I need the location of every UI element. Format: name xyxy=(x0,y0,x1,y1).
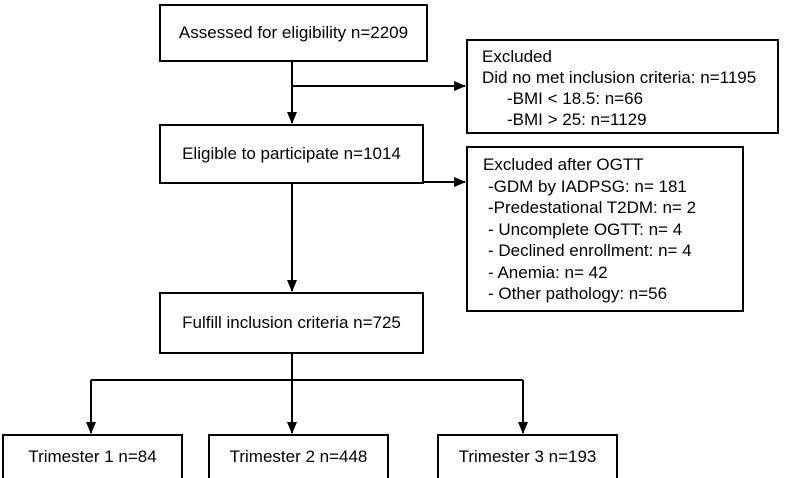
excluded-item-bmi-low: -BMI < 18.5: n=66 xyxy=(507,89,644,108)
trimester-2-label: Trimester 2 n=448 xyxy=(229,447,368,466)
fulfill-label: Fulfill inclusion criteria n=725 xyxy=(182,313,401,332)
trimester-1-label: Trimester 1 n=84 xyxy=(28,447,157,466)
excluded-ogtt-box: Excluded after OGTT -GDM by IADPSG: n= 1… xyxy=(466,146,744,312)
assessed-label: Assessed for eligibility n=2209 xyxy=(178,23,409,42)
excluded-item-bmi-high: -BMI > 25: n=1129 xyxy=(507,110,647,129)
trimester-3-label: Trimester 3 n=193 xyxy=(458,447,597,466)
excluded-title: Excluded xyxy=(482,47,552,66)
assessed-box: Assessed for eligibility n=2209 xyxy=(159,4,428,62)
excluded-box: Excluded Did no met inclusion criteria: … xyxy=(466,39,779,134)
trimester-3-box: Trimester 3 n=193 xyxy=(437,434,618,478)
excluded-ogtt-item-declined: - Declined enrollment: n= 4 xyxy=(488,241,692,260)
excluded-ogtt-item-uncomplete: - Uncomplete OGTT: n= 4 xyxy=(488,219,683,239)
eligible-box: Eligible to participate n=1014 xyxy=(159,124,424,184)
trimester-1-box: Trimester 1 n=84 xyxy=(2,434,183,478)
fulfill-box: Fulfill inclusion criteria n=725 xyxy=(159,292,424,354)
eligible-label: Eligible to participate n=1014 xyxy=(182,144,401,163)
excluded-ogtt-item-other: - Other pathology: n=56 xyxy=(488,284,668,303)
trimester-2-box: Trimester 2 n=448 xyxy=(208,434,389,478)
excluded-reason: Did no met inclusion criteria: n=1195 xyxy=(482,68,757,87)
excluded-ogtt-item-t2dm: -Predestational T2DM: n= 2 xyxy=(488,198,697,217)
excluded-ogtt-item-anemia: - Anemia: n= 42 xyxy=(488,262,608,282)
excluded-ogtt-title: Excluded after OGTT xyxy=(483,155,644,174)
excluded-ogtt-item-gdm: -GDM by IADPSG: n= 181 xyxy=(488,176,687,196)
